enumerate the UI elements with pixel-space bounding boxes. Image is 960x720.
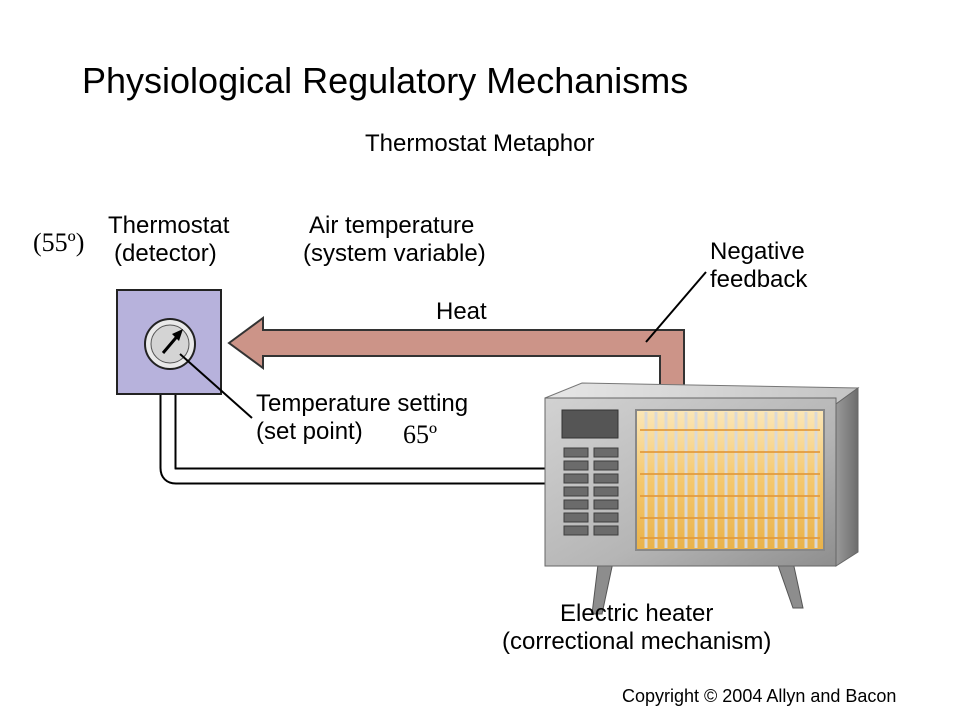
temperature-setting-label-line1: Temperature setting: [256, 390, 469, 417]
thermostat-label-line2: (detector): [114, 240, 217, 267]
negative-feedback-label-line1: Negative: [710, 238, 805, 265]
copyright-notice: Copyright © 2004 Allyn and Bacon: [622, 686, 897, 706]
electric-heater-label-line2: (correctional mechanism): [502, 628, 772, 655]
slide-subtitle: Thermostat Metaphor: [365, 130, 595, 157]
temperature-setting-label-line2: (set point): [256, 418, 363, 445]
air-temperature-label-line2: (system variable): [303, 240, 486, 267]
set-point-pointer: [179, 353, 253, 419]
thermostat-label-line1: Thermostat: [108, 212, 230, 239]
heater-coils: [640, 429, 820, 539]
negative-feedback-label-line2: feedback: [710, 266, 808, 293]
air-temperature-label-line1: Air temperature: [309, 212, 475, 239]
air-temperature-label: Air temperature (system variable): [303, 212, 486, 268]
electric-heater-label-line1: Electric heater: [560, 600, 714, 627]
current-temperature-value: (55º): [33, 228, 85, 257]
slide-title: Physiological Regulatory Mechanisms: [82, 60, 689, 101]
electric-heater: [544, 382, 860, 615]
heat-arrow: [227, 316, 685, 393]
heat-label: Heat: [436, 298, 487, 325]
heater-display: [561, 409, 619, 439]
heater-grille-bars: [644, 412, 818, 548]
electric-heater-label: Electric heater (correctional mechanism): [502, 600, 771, 656]
set-point-value: 65º: [403, 420, 438, 449]
thermostat: [116, 289, 222, 395]
thermostat-label: Thermostat (detector): [108, 212, 229, 268]
negative-feedback-pointer: [645, 271, 707, 343]
heater-controls: [563, 447, 619, 536]
temperature-setting-label: Temperature setting (set point): [256, 390, 468, 446]
control-wire: [159, 395, 560, 485]
negative-feedback-label: Negative feedback: [710, 238, 807, 294]
